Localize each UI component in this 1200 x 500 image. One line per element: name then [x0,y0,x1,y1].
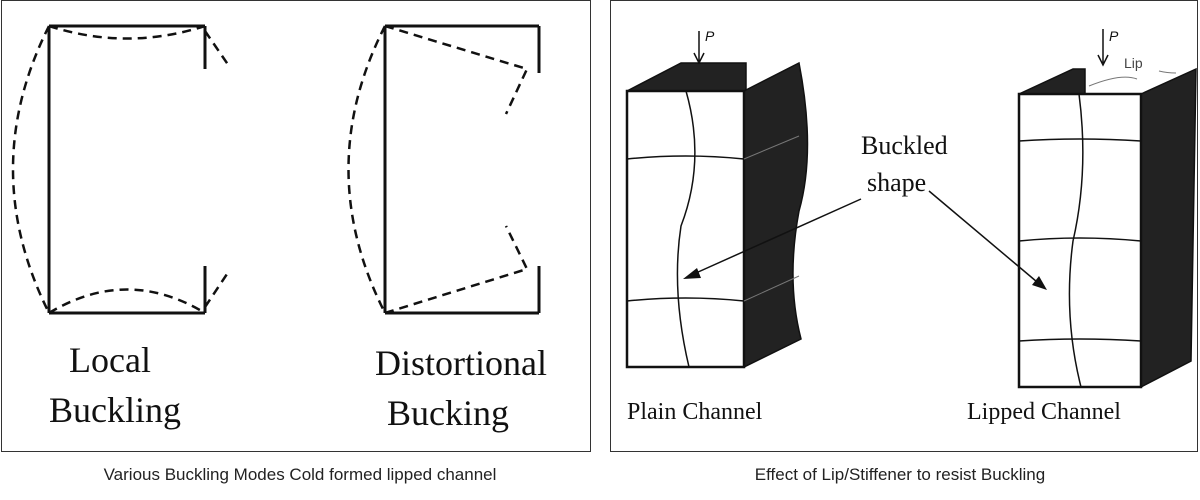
plain-channel-label: Plain Channel [627,399,763,425]
buckled-shape-arrows [683,190,1047,290]
distortional-label-line2: Bucking [387,393,509,433]
left-caption: Various Buckling Modes Cold formed lippe… [103,465,497,484]
right-caption: Effect of Lip/Stiffener to resist Buckli… [754,465,1046,484]
load-label-right: P [1109,28,1119,44]
lipped-channel-label: Lipped Channel [967,399,1121,425]
buckled-label-line2: shape [867,168,926,197]
distortional-buckling-figure [347,24,541,315]
left-panel: Local Buckling Distortional Bucking [1,0,591,452]
distortional-label-line1: Distortional [375,343,547,383]
right-panel: P P Lip Buckled shape Plain Channel Lipp… [610,0,1198,452]
buckled-label-line1: Buckled [861,131,948,160]
lip-effect-diagram: P P Lip Buckled shape Plain Channel Lipp… [625,28,1197,425]
buckling-modes-diagram: Local Buckling Distortional Bucking [11,24,547,433]
plain-channel-figure: P [625,28,809,369]
lipped-channel-figure: P Lip [1017,28,1197,389]
local-buckling-figure [11,24,231,315]
local-label-line1: Local [69,340,151,380]
load-label-left: P [705,28,715,44]
lip-label: Lip [1124,55,1143,71]
local-label-line2: Buckling [49,390,181,430]
